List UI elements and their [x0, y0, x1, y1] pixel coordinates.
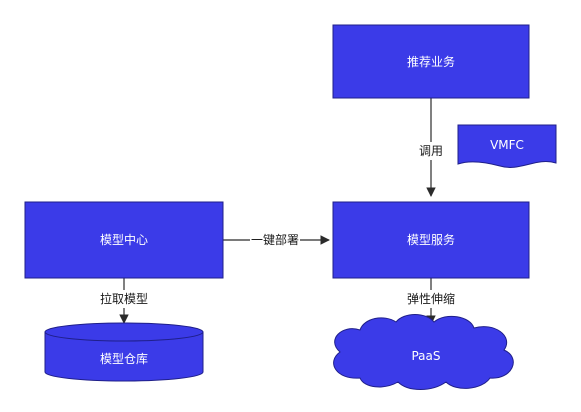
edge-call: 调用 — [414, 98, 448, 197]
node-recommend-business: 推荐业务 — [332, 24, 530, 99]
node-paas: PaaS — [333, 314, 514, 390]
node-label-model-service: 模型服务 — [407, 232, 455, 247]
node-model-service: 模型服务 — [332, 201, 530, 279]
node-label-model-repo: 模型仓库 — [100, 351, 148, 366]
edge-label-call: 调用 — [419, 144, 443, 158]
edge-label-scale: 弹性伸缩 — [407, 291, 455, 306]
node-model-center: 模型中心 — [24, 201, 224, 279]
edge-label-pull: 拉取模型 — [100, 291, 148, 306]
edge-label-deploy: 一键部署 — [251, 232, 299, 247]
node-label-vmfc: VMFC — [490, 138, 524, 152]
node-label-recommend: 推荐业务 — [407, 54, 455, 69]
node-model-repository: 模型仓库 — [44, 322, 204, 382]
node-vmfc: VMFC — [457, 124, 557, 168]
node-label-model-center: 模型中心 — [100, 232, 148, 247]
edge-deploy: 一键部署 — [223, 231, 330, 249]
edge-pull: 拉取模型 — [94, 278, 154, 324]
edge-scale: 弹性伸缩 — [401, 278, 461, 325]
node-label-paas: PaaS — [411, 349, 440, 363]
